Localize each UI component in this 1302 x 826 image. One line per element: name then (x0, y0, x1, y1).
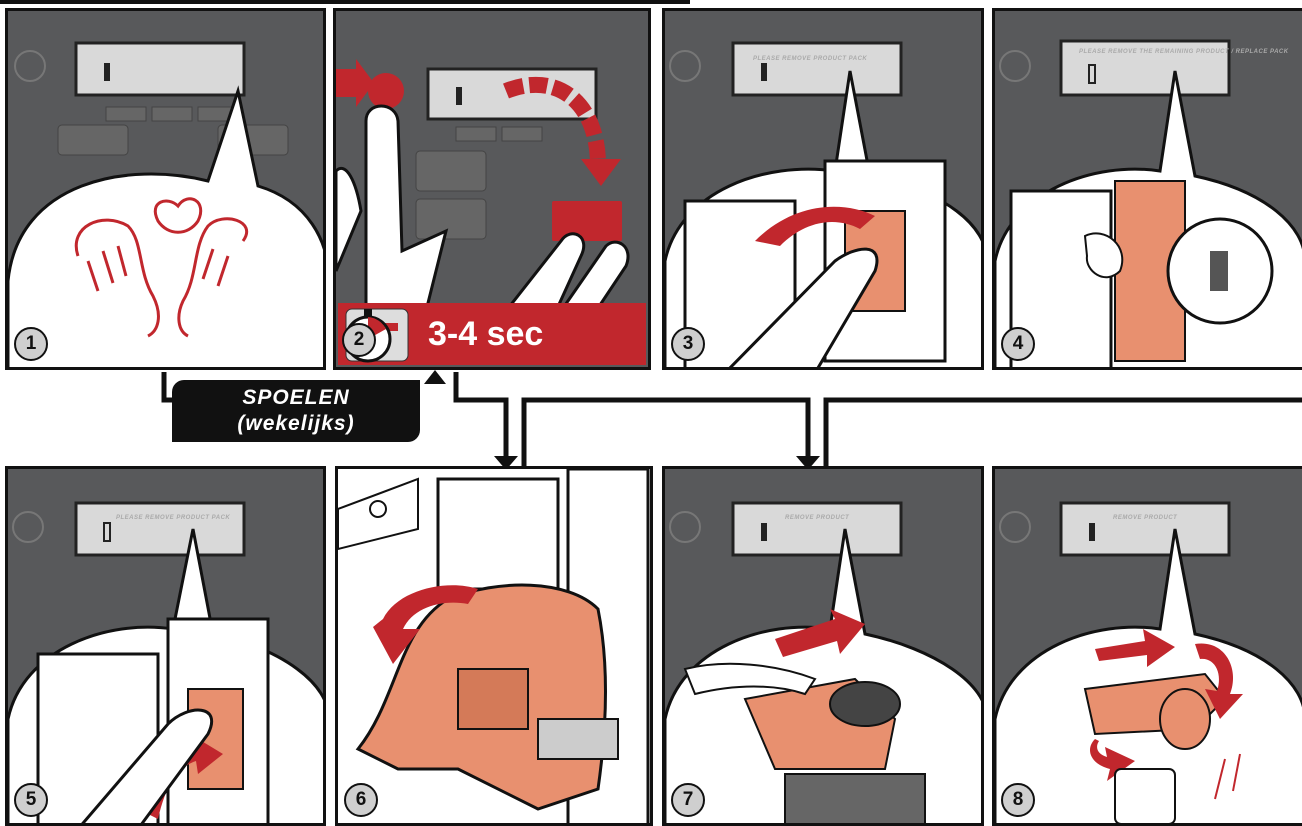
step-1-panel: 1 (5, 8, 326, 370)
step-5-panel: PLEASE REMOVE PRODUCT PACK 5 (5, 466, 326, 826)
step-8-number: 8 (1001, 783, 1035, 817)
step-4-display-text: PLEASE REMOVE THE REMAINING PRODUCT / RE… (1079, 49, 1289, 55)
step-6-illustration (338, 469, 653, 826)
step-7-display-text: REMOVE PRODUCT (785, 515, 849, 521)
step-4-illustration (995, 11, 1302, 370)
step-8-panel: REMOVE PRODUCT 8 (992, 466, 1302, 826)
step-2-duration: 3-4 sec (428, 315, 543, 354)
step-5-number: 5 (14, 783, 48, 817)
step-3-illustration (665, 11, 984, 370)
step-6-number: 6 (344, 783, 378, 817)
step-7-number: 7 (671, 783, 705, 817)
step-3-panel: PLEASE REMOVE PRODUCT PACK 3 (662, 8, 984, 370)
step-5-illustration (8, 469, 326, 826)
step-8-display-text: REMOVE PRODUCT (1113, 515, 1177, 521)
step-3-display-text: PLEASE REMOVE PRODUCT PACK (753, 56, 867, 62)
step-2-timer-banner: 3-4 sec (338, 303, 646, 365)
step-1-number: 1 (14, 327, 48, 361)
step-4-number: 4 (1001, 327, 1035, 361)
step-5-display-text: PLEASE REMOVE PRODUCT PACK (116, 515, 230, 521)
flow-label-spoelen: SPOELEN (wekelijks) (172, 380, 420, 442)
step-8-illustration (995, 469, 1302, 826)
step-6-panel: 6 (335, 466, 653, 826)
step-7-illustration (665, 469, 984, 826)
step-3-number: 3 (671, 327, 705, 361)
flow-label-title: SPOELEN (172, 385, 420, 411)
step-2-panel: 3-4 sec 2 (333, 8, 651, 370)
step-4-panel: PLEASE REMOVE THE REMAINING PRODUCT / RE… (992, 8, 1302, 370)
step-2-number: 2 (342, 323, 376, 357)
step-7-panel: REMOVE PRODUCT 7 (662, 466, 984, 826)
step-1-illustration (8, 11, 326, 370)
flow-label-subtitle: (wekelijks) (172, 411, 420, 437)
